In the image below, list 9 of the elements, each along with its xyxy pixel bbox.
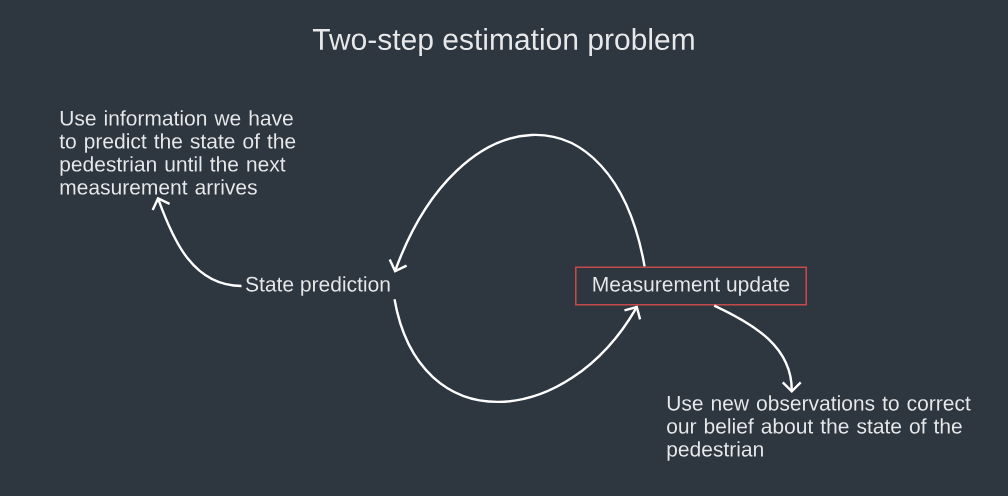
arrow [393,299,642,403]
arrow [151,196,242,288]
title: Two-step estimation problem [312,28,694,56]
arrow [388,133,646,273]
stage-label: State prediction [246,276,390,296]
description-text: Use information we have to predict the state of the pedestrian until the next measurement arrives [59,110,296,195]
stage-box: Measurement update [575,266,808,306]
arrow [713,304,802,393]
description-text: Use new observations to correct our belief about the state of the pedestrian [667,395,971,461]
